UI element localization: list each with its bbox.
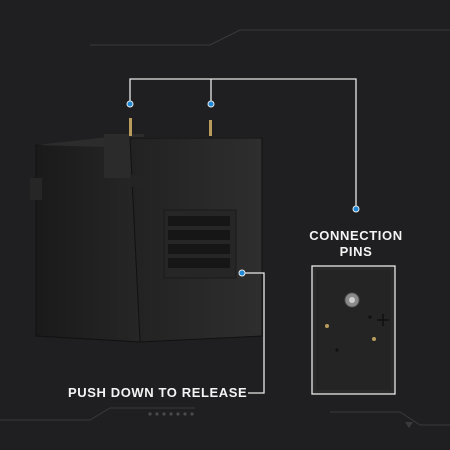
- battery-unit: [30, 118, 263, 343]
- callout-dots: [126, 100, 360, 277]
- connection-label-line2: PINS: [339, 244, 373, 259]
- callout-lines: [129, 78, 357, 394]
- vent-grille: [163, 209, 237, 279]
- pins-inset-panel: [311, 265, 396, 395]
- pin-right: [209, 120, 212, 136]
- connection-pins-label: CONNECTION PINS: [306, 228, 406, 260]
- dot-row: [148, 412, 194, 416]
- connection-label-line1: CONNECTION: [309, 228, 403, 243]
- small-mark: [405, 422, 413, 428]
- background-lines: [0, 29, 450, 426]
- plus-icon: [377, 314, 389, 326]
- pin-left: [129, 118, 132, 136]
- push-down-label: PUSH DOWN TO RELEASE: [68, 385, 248, 400]
